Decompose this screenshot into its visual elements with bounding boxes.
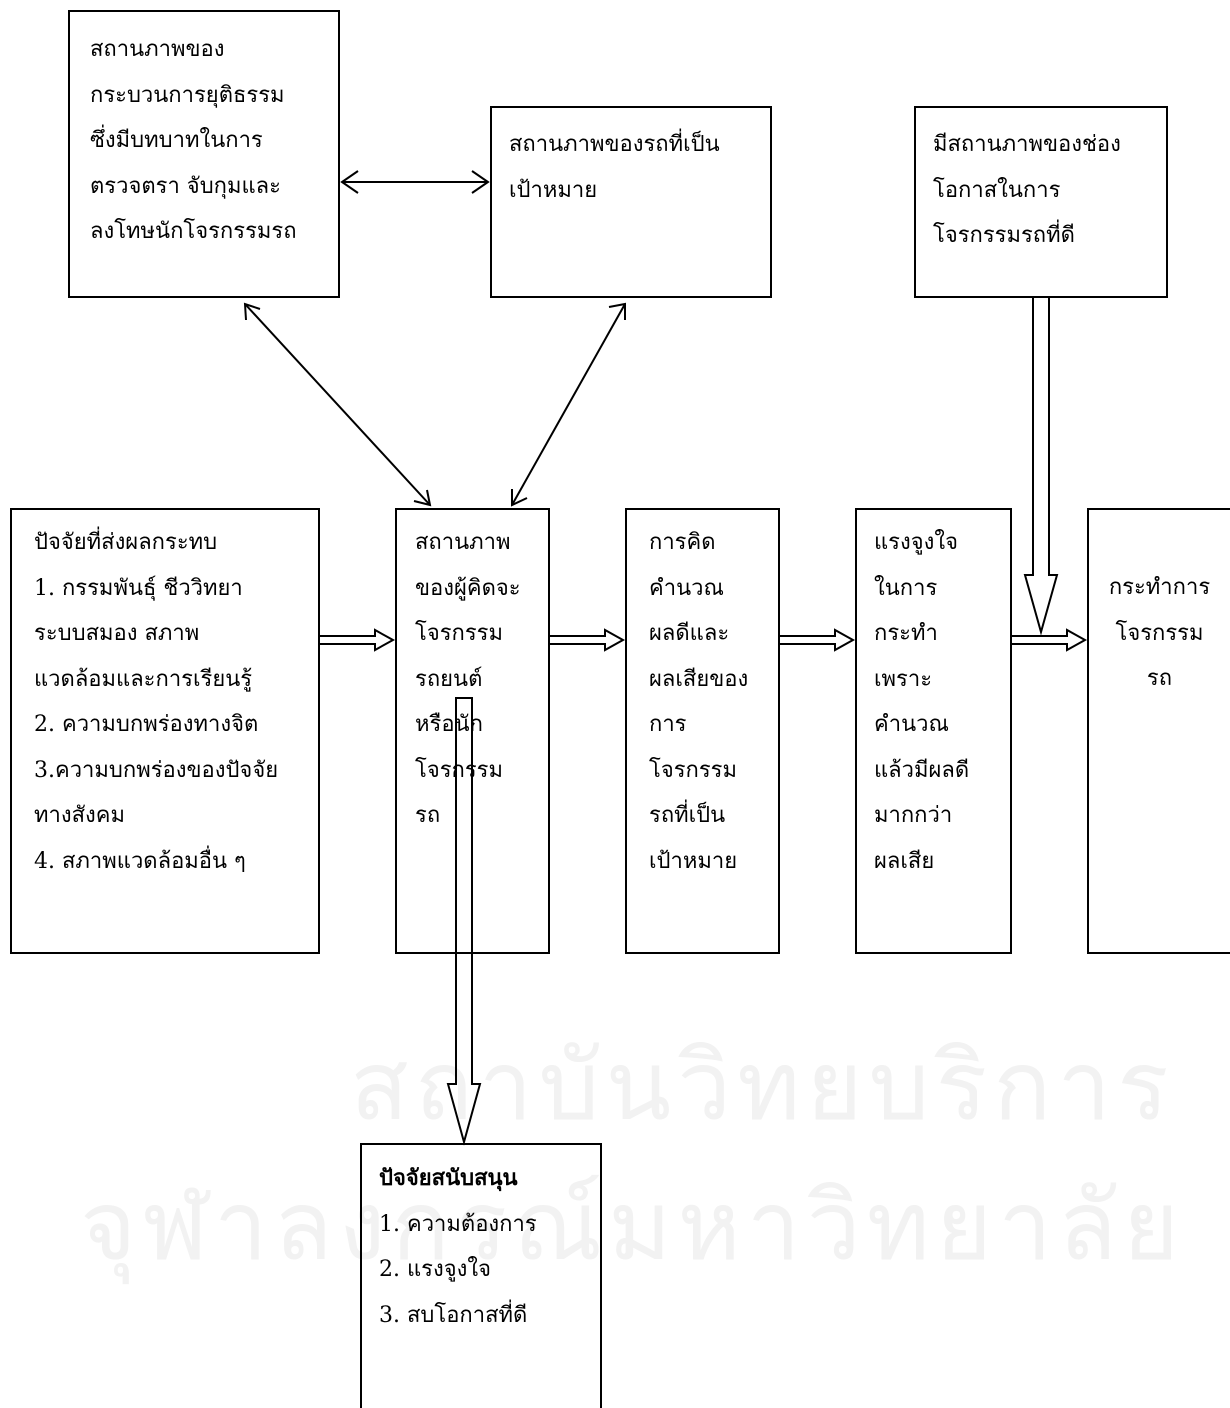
hollow-arrow-opportunity-down (1023, 296, 1059, 636)
calculation-line-3: ผลดีและ (649, 621, 730, 646)
action-line-3: รถ (1146, 666, 1173, 691)
factors-line-4: แวดล้อมและการเรียนรู้ (34, 666, 253, 692)
opportunity-line-3: โจรกรรมรถที่ดี (933, 223, 1075, 248)
opportunity-line-1: มีสถานภาพของช่อง (933, 132, 1121, 157)
box-justice-process: สถานภาพของ กระบวนการยุติธรรม ซึ่งมีบทบาท… (68, 10, 340, 298)
watermark-text-1: สถาบันวิทยบริการ (350, 1030, 1175, 1142)
factors-line-3: ระบบสมอง สภาพ (34, 621, 200, 646)
offender-line-3: โจรกรรม (415, 621, 503, 646)
target-line-1: สถานภาพของรถที่เป็น (509, 132, 720, 157)
justice-line-2: กระบวนการยุติธรรม (90, 82, 285, 108)
motivation-line-8: ผลเสีย (874, 848, 935, 874)
opportunity-line-2: โอกาสในการ (933, 177, 1061, 203)
hollow-arrow-offender-support (446, 697, 482, 1146)
factors-line-1: ปัจจัยที่ส่งผลกระทบ (34, 530, 218, 555)
factors-line-2: 1. กรรมพันธุ์ ชีววิทยา (34, 575, 243, 601)
calculation-line-6: โจรกรรม (649, 757, 737, 783)
calculation-line-5: การ (649, 712, 687, 737)
target-line-2: เป้าหมาย (509, 177, 598, 203)
offender-line-7: รถ (415, 803, 441, 828)
action-line-1: กระทำการ (1108, 575, 1211, 600)
support-line-1: 1. ความต้องการ (379, 1211, 537, 1237)
watermark-text-2: จุฬาลงกรณ์มหาวิทยาลัย (80, 1170, 1186, 1282)
offender-line-1: สถานภาพ (415, 530, 511, 555)
justice-line-3: ซึ่งมีบทบาทในการ (90, 128, 263, 153)
box-opportunity: มีสถานภาพของช่อง โอกาสในการ โจรกรรมรถที่… (914, 106, 1168, 298)
factors-line-5: 2. ความบกพร่องทางจิต (34, 712, 259, 737)
justice-line-5: ลงโทษนักโจรกรรมรถ (90, 219, 297, 244)
justice-line-1: สถานภาพของ (90, 37, 225, 62)
offender-line-4: รถยนต์ (415, 666, 483, 692)
box-criminal-act: กระทำการ โจรกรรม รถ (1087, 508, 1230, 954)
calculation-line-1: การคิด (649, 530, 716, 555)
offender-line-2: ของผู้คิดจะ (415, 575, 521, 601)
factors-line-7: ทางสังคม (34, 803, 125, 828)
factors-line-8: 4. สภาพแวดล้อมอื่น ๆ (34, 848, 246, 874)
justice-line-4: ตรวจตรา จับกุมและ (90, 173, 281, 199)
box-supporting-factors: ปัจจัยสนับสนุน 1. ความต้องการ 2. แรงจูงใ… (360, 1143, 602, 1408)
motivation-line-4: เพราะ (874, 666, 933, 692)
calculation-line-4: ผลเสียของ (649, 666, 749, 692)
calculation-line-2: คำนวณ (649, 575, 724, 601)
motivation-line-7: มากกว่า (874, 803, 953, 828)
support-line-2: 2. แรงจูงใจ (379, 1257, 491, 1282)
calculation-line-8: เป้าหมาย (649, 848, 738, 874)
offender-line-6: โจรกรรม (415, 757, 503, 783)
box-motivation: แรงจูงใจ ในการ กระทำ เพราะ คำนวณ แล้วมีผ… (855, 508, 1012, 954)
motivation-line-5: คำนวณ (874, 712, 949, 737)
motivation-line-1: แรงจูงใจ (874, 530, 959, 555)
box-target-vehicle: สถานภาพของรถที่เป็น เป้าหมาย (490, 106, 772, 298)
factors-line-6: 3.ความบกพร่องของปัจจัย (34, 757, 279, 783)
hollow-arrow-offender-calculation (548, 628, 626, 652)
hollow-arrow-factors-offender (318, 628, 396, 652)
box-cost-benefit-calculation: การคิด คำนวณ ผลดีและ ผลเสียของ การ โจรกร… (625, 508, 780, 954)
motivation-line-2: ในการ (874, 575, 938, 601)
action-line-2: โจรกรรม (1115, 620, 1204, 646)
arrow-justice-target (340, 170, 490, 194)
hollow-arrow-calculation-motivation (778, 628, 856, 652)
hollow-arrow-motivation-action (1010, 628, 1088, 652)
arrow-target-offender (511, 302, 626, 507)
box-influencing-factors: ปัจจัยที่ส่งผลกระทบ 1. กรรมพันธุ์ ชีววิท… (10, 508, 320, 954)
support-title: ปัจจัยสนับสนุน (379, 1165, 518, 1191)
offender-line-5: หรือนัก (415, 712, 483, 737)
arrow-justice-offender (243, 302, 432, 507)
box-offender-status: สถานภาพ ของผู้คิดจะ โจรกรรม รถยนต์ หรือน… (395, 508, 550, 954)
support-line-3: 3. สบโอกาสที่ดี (379, 1302, 528, 1328)
motivation-line-3: กระทำ (874, 621, 938, 646)
motivation-line-6: แล้วมีผลดี (874, 757, 970, 783)
calculation-line-7: รถที่เป็น (649, 803, 726, 828)
